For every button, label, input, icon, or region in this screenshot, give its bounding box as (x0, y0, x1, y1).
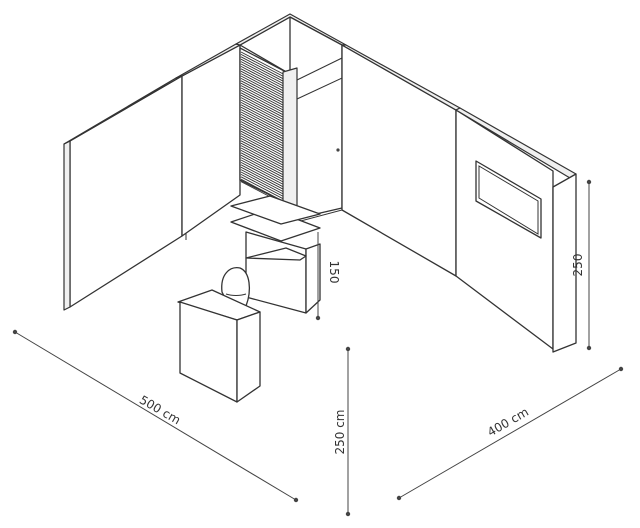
tv-screen (475, 160, 542, 239)
shelf-unit (230, 195, 321, 314)
dimension-front-width-label: 500 cm (137, 393, 183, 428)
dimension-back-wall-height (586, 179, 592, 351)
reception-counter (177, 289, 261, 403)
dimension-front-width (12, 329, 299, 503)
dimension-side-depth (396, 366, 624, 501)
left-wall (63, 43, 241, 311)
dimension-back-wall-height-label: 250 (571, 254, 585, 277)
dimension-wall-height-label: 250 cm (333, 409, 347, 454)
dimension-shelf-height-label: 150 (327, 261, 341, 284)
dimension-wall-height (345, 346, 351, 517)
dimension-shelf-height (315, 232, 321, 321)
